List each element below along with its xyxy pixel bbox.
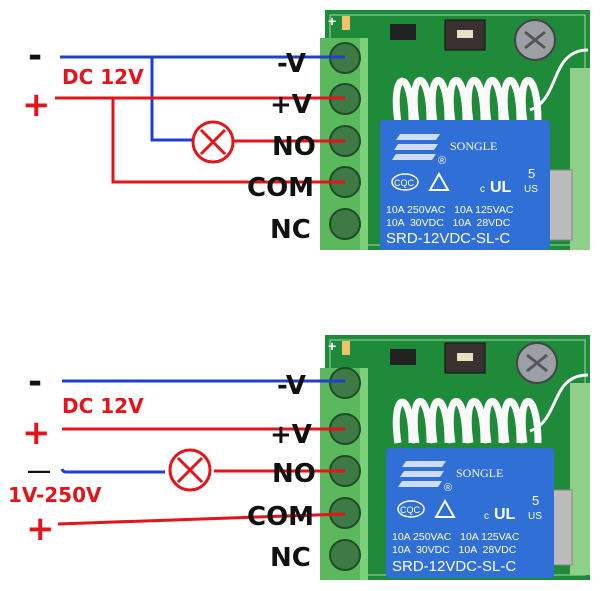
wiring-bottom (57, 379, 346, 526)
relay-model: SRD-12VDC-SL-C (386, 230, 510, 247)
relay-registered: ® (438, 155, 446, 167)
regulator-chip (390, 24, 416, 40)
rf-module (570, 68, 590, 250)
label-minus-top: - (28, 36, 42, 76)
terminal-label-pos-v: +V (270, 90, 312, 120)
relay-ul-number: 5 (532, 493, 539, 508)
label-dc12v-top: DC 12V (62, 65, 144, 89)
wiring-top (55, 55, 345, 184)
label-load-minus: — (28, 458, 50, 483)
pcb-plus-marking: + (328, 338, 336, 354)
wire-load-pos-to-com-red (57, 512, 346, 526)
relay-cqc: CQC (400, 505, 421, 515)
regulator-chip (390, 349, 416, 365)
terminal-label-nc: NC (270, 543, 311, 573)
relay-registered: ® (444, 482, 452, 494)
terminal-label-pos-v: +V (270, 420, 312, 450)
label-plus-top: + (22, 85, 51, 125)
relay-ul-mark: UL (494, 506, 516, 523)
relay-board-bottom: + SONGLE ® CQC c U (320, 335, 590, 580)
terminal-label-neg-v: -V (277, 49, 306, 79)
screw-com (329, 497, 361, 529)
lamp-icon (168, 448, 212, 492)
terminal-label-no: NO (272, 459, 316, 489)
label-load-voltage: 1V-250V (8, 483, 102, 507)
relay-brand: SONGLE (450, 139, 497, 153)
relay-board-top: + SONGLE ® CQC c U (320, 10, 590, 250)
terminal-label-no: NO (272, 132, 316, 162)
relay-rating-2: 10A 30VDC 10A 28VDC (386, 217, 511, 229)
wire-neg-to-lamp-blue (150, 57, 192, 142)
wire-pos-to-com-red (111, 98, 345, 184)
screw-nc (329, 208, 361, 240)
wire-load-neg-blue (60, 468, 165, 474)
label-minus-bottom: - (28, 362, 42, 402)
led (342, 341, 350, 355)
label-load-plus: + (26, 509, 55, 549)
relay-rating-1: 10A 250VAC 10A 125VAC (386, 204, 514, 216)
relay-ul-us: US (528, 511, 542, 522)
terminal-label-com: COM (247, 173, 314, 203)
screw-neg-v (329, 367, 361, 399)
relay-model: SRD-12VDC-SL-C (392, 558, 516, 575)
relay-cqc: CQC (394, 178, 415, 188)
antenna-coil (392, 48, 589, 123)
relay-ul-c: c (484, 511, 489, 522)
relay: SONGLE ® CQC c UL 5 US 10A 250VAC 10A 12… (386, 448, 554, 578)
label-plus-bottom: + (22, 413, 51, 453)
terminal-label-neg-v: -V (277, 371, 306, 401)
relay-brand: SONGLE (456, 466, 503, 480)
led (342, 16, 350, 30)
antenna-coil (392, 373, 589, 444)
relay-ul-number: 5 (528, 166, 535, 181)
relay: SONGLE ® CQC c UL 5 US 10A 250VAC 10A 12… (380, 120, 550, 250)
relay-rating-2: 10A 30VDC 10A 28VDC (392, 544, 517, 556)
relay-rating-1: 10A 250VAC 10A 125VAC (392, 531, 520, 543)
pcb-plus-marking: + (328, 13, 336, 29)
terminal-label-com: COM (247, 502, 314, 532)
terminal-label-nc: NC (270, 215, 311, 245)
rf-module (570, 383, 590, 575)
label-dc12v-bottom: DC 12V (62, 394, 144, 418)
relay-ul-c: c (480, 184, 485, 195)
lamp-icon (191, 120, 235, 164)
screw-nc (329, 539, 361, 571)
terminal-labels-bottom: -V +V NO COM NC (247, 371, 316, 573)
relay-ul-us: US (524, 184, 538, 195)
terminal-labels-top: -V +V NO COM NC (247, 49, 316, 245)
relay-ul-mark: UL (490, 179, 512, 196)
